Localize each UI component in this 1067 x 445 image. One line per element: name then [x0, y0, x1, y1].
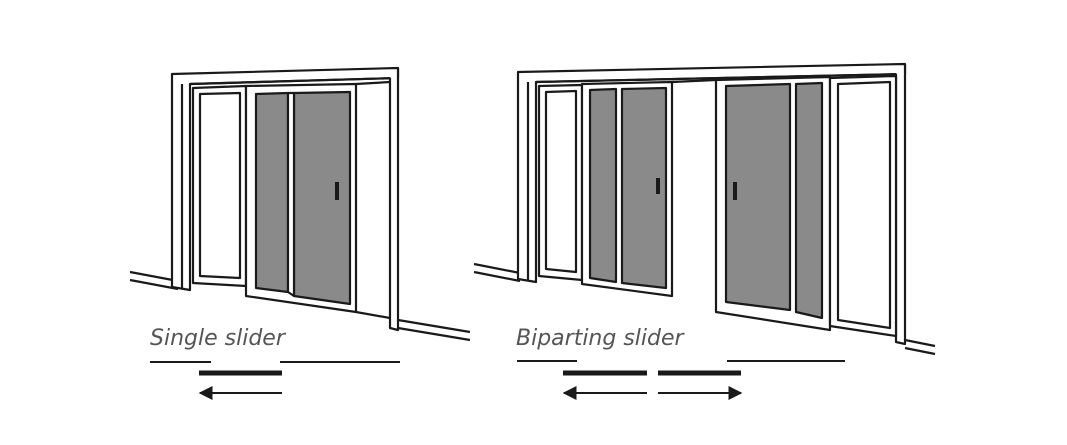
door-frame-right-jamb [894, 64, 907, 346]
fixed-panel-right [828, 74, 898, 338]
door-handle [733, 182, 737, 200]
biparting-slider-schematic [517, 360, 845, 400]
floor-line-left [129, 270, 179, 283]
floor-line-right [904, 338, 936, 348]
door-handle [335, 182, 339, 200]
floor-line-left [473, 262, 521, 275]
sliding-panel-glass [254, 91, 290, 294]
floor-line-left-lower [129, 278, 179, 291]
floor-line-right-lower [904, 346, 936, 356]
biparting-slider-illustration [473, 62, 936, 356]
single-slider-schematic [150, 361, 400, 400]
biparting-slider-label: Biparting slider [516, 326, 686, 351]
single-slider-label: Single slider [150, 326, 287, 351]
door-handle [656, 178, 660, 194]
door-frame-right-jamb [388, 68, 400, 332]
floor-line-right [397, 318, 471, 334]
floor-line-right-lower [397, 326, 471, 342]
single-slider-illustration [129, 66, 471, 342]
floor-line-left-lower [473, 270, 521, 283]
